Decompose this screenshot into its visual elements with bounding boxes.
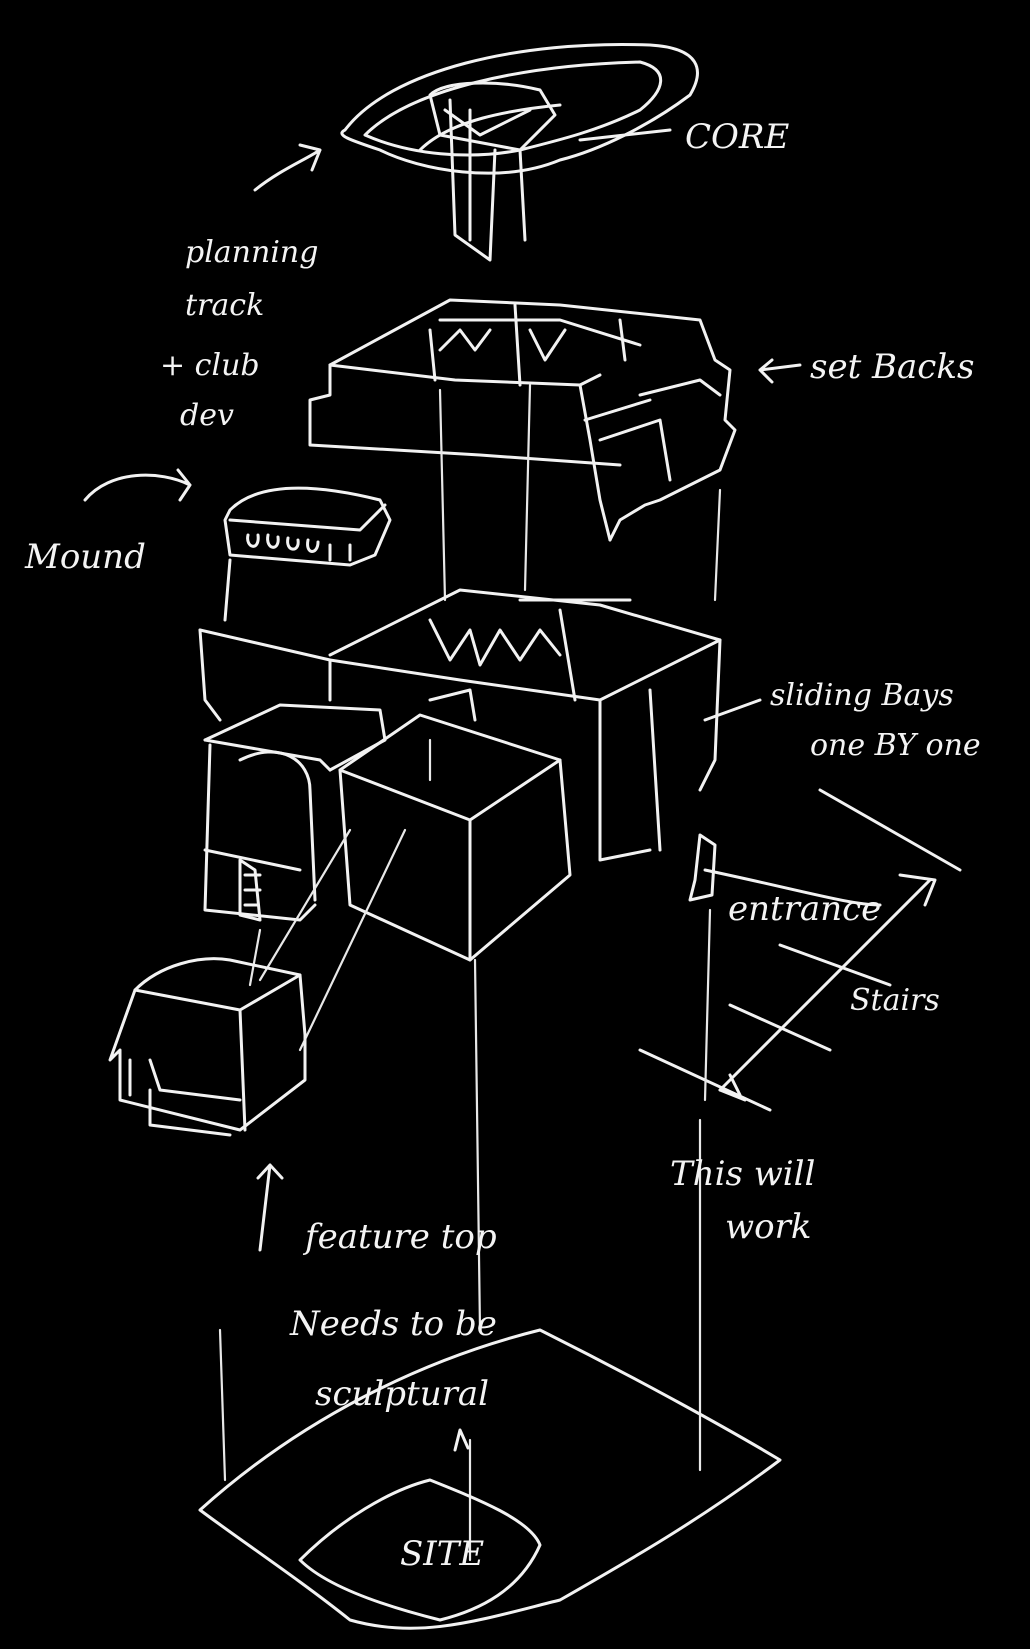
label-sliding-1: sliding Bays: [770, 678, 954, 713]
middle-block: [200, 590, 720, 860]
label-planning-1: planning: [185, 235, 318, 270]
label-sculptural: sculptural: [315, 1374, 489, 1414]
label-needs-to-be: Needs to be: [289, 1304, 497, 1344]
label-core: CORE: [685, 117, 789, 157]
left-stack: [205, 705, 385, 985]
label-planning-3: + club: [160, 348, 260, 383]
label-planning-4: dev: [180, 398, 234, 433]
mound-box: [225, 488, 390, 620]
entrance-stairs: [640, 790, 960, 1110]
label-this-will: This will: [670, 1154, 815, 1194]
front-cube: [260, 715, 570, 1050]
site-plane: [200, 1330, 780, 1628]
label-sliding-2: one BY one: [810, 728, 981, 763]
label-stairs: Stairs: [850, 983, 940, 1018]
label-work: work: [725, 1207, 811, 1247]
label-entrance: entrance: [728, 889, 881, 929]
label-set-backs: set Backs: [810, 347, 974, 387]
label-site: SITE: [400, 1534, 484, 1574]
lower-left-cube: [110, 959, 305, 1135]
label-planning-2: track: [185, 288, 264, 323]
label-feature-top: feature top: [302, 1217, 497, 1257]
label-mound: Mound: [24, 537, 146, 577]
